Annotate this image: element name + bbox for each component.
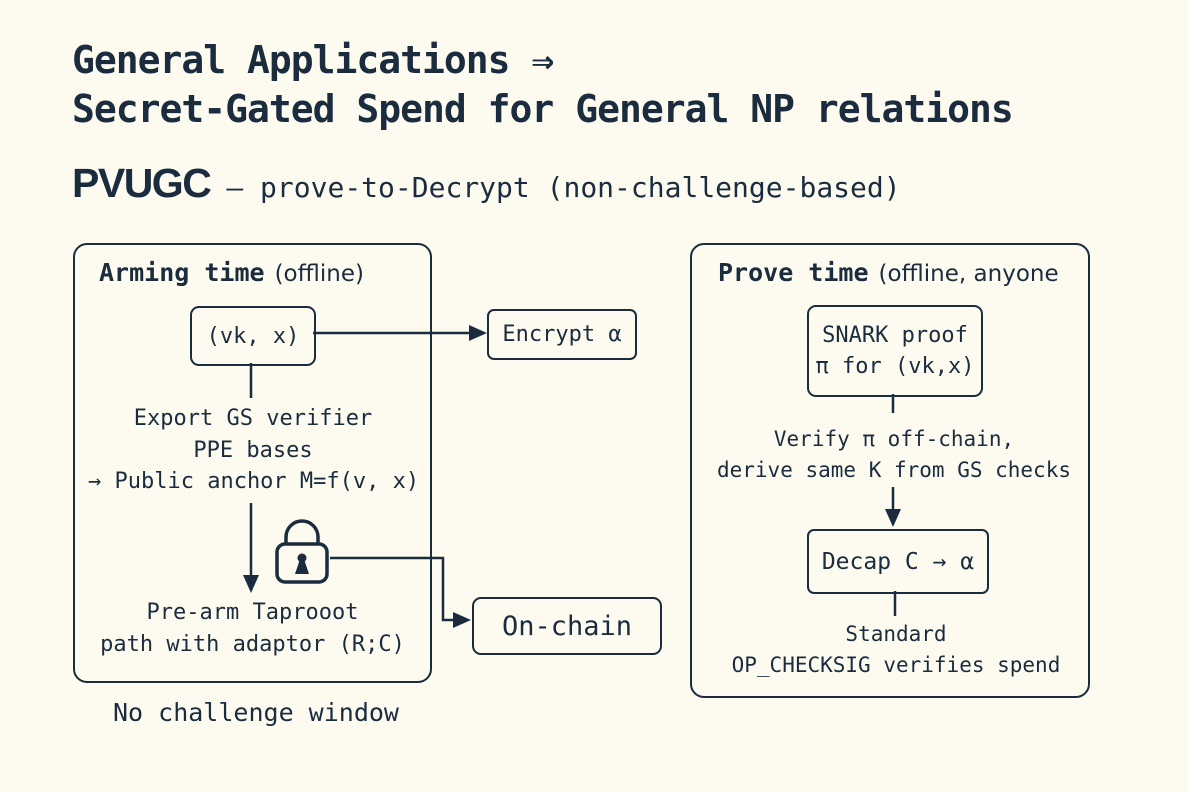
encrypt-label: Encrypt α [502, 322, 622, 347]
subtitle-brand: PVUGC [72, 160, 212, 206]
standard-text: Standard OP_CHECKSIG verifies spend [710, 619, 1082, 681]
prearm-line1: Pre-arm Taprooot [146, 600, 359, 625]
arrowhead-onchain [453, 612, 471, 628]
prove-panel [690, 243, 1090, 698]
prove-heading-bold: Prove time [718, 258, 869, 287]
verify-line1: Verify π off-chain, [773, 427, 1015, 451]
prove-heading-rest: (offline, anyone [878, 261, 1059, 287]
export-gs-line1: Export GS verifier [133, 406, 373, 431]
vk-x-label: (vk, x) [206, 323, 300, 349]
standard-line1: Standard [845, 622, 947, 646]
subtitle: PVUGC — prove-to-Decrypt (non-challenge-… [72, 160, 901, 207]
snark-proof-line1: SNARK proof [822, 323, 968, 348]
export-gs-line3: → Public anchor M=f(v, x) [88, 469, 420, 494]
snark-proof-line2: π for (vk,x) [815, 354, 975, 379]
onchain-node: On-chain [472, 597, 662, 655]
arrowhead-encrypt [469, 325, 487, 341]
arming-panel [73, 243, 432, 683]
page-title-line1: General Applications ⇒ [72, 38, 554, 82]
export-gs-text: Export GS verifier PPE bases → Public an… [88, 403, 420, 498]
export-gs-line2: PPE bases [193, 437, 313, 463]
arming-heading-bold: Arming time [99, 258, 265, 287]
subtitle-description: — prove-to-Decrypt (non-challenge-based) [226, 171, 901, 204]
standard-line2: OP_CHECKSIG verifies spend [731, 653, 1061, 677]
encrypt-node: Encrypt α [487, 309, 637, 360]
decap-label: Decap C → α [821, 548, 975, 575]
decap-node: Decap C → α [807, 529, 989, 594]
page-title-line2: Secret-Gated Spend for General NP relati… [72, 87, 1014, 131]
prearm-text: Pre-arm Taprooot path with adaptor (R;C) [90, 597, 415, 660]
arming-panel-heading: Arming time (offline) [99, 258, 364, 287]
no-challenge-footnote: No challenge window [113, 698, 399, 727]
onchain-label: On-chain [501, 610, 633, 642]
vk-x-node: (vk, x) [190, 306, 316, 366]
verify-text: Verify π off-chain, derive same K from G… [708, 424, 1080, 486]
snark-proof-node: SNARK proof π for (vk,x) [807, 305, 983, 397]
prearm-line2: path with adaptor (R;C) [100, 631, 405, 657]
prove-panel-heading: Prove time (offline, anyone [718, 258, 1059, 287]
arming-heading-rest: (offline) [274, 261, 364, 287]
verify-line2: derive same K from GS checks [716, 458, 1071, 482]
